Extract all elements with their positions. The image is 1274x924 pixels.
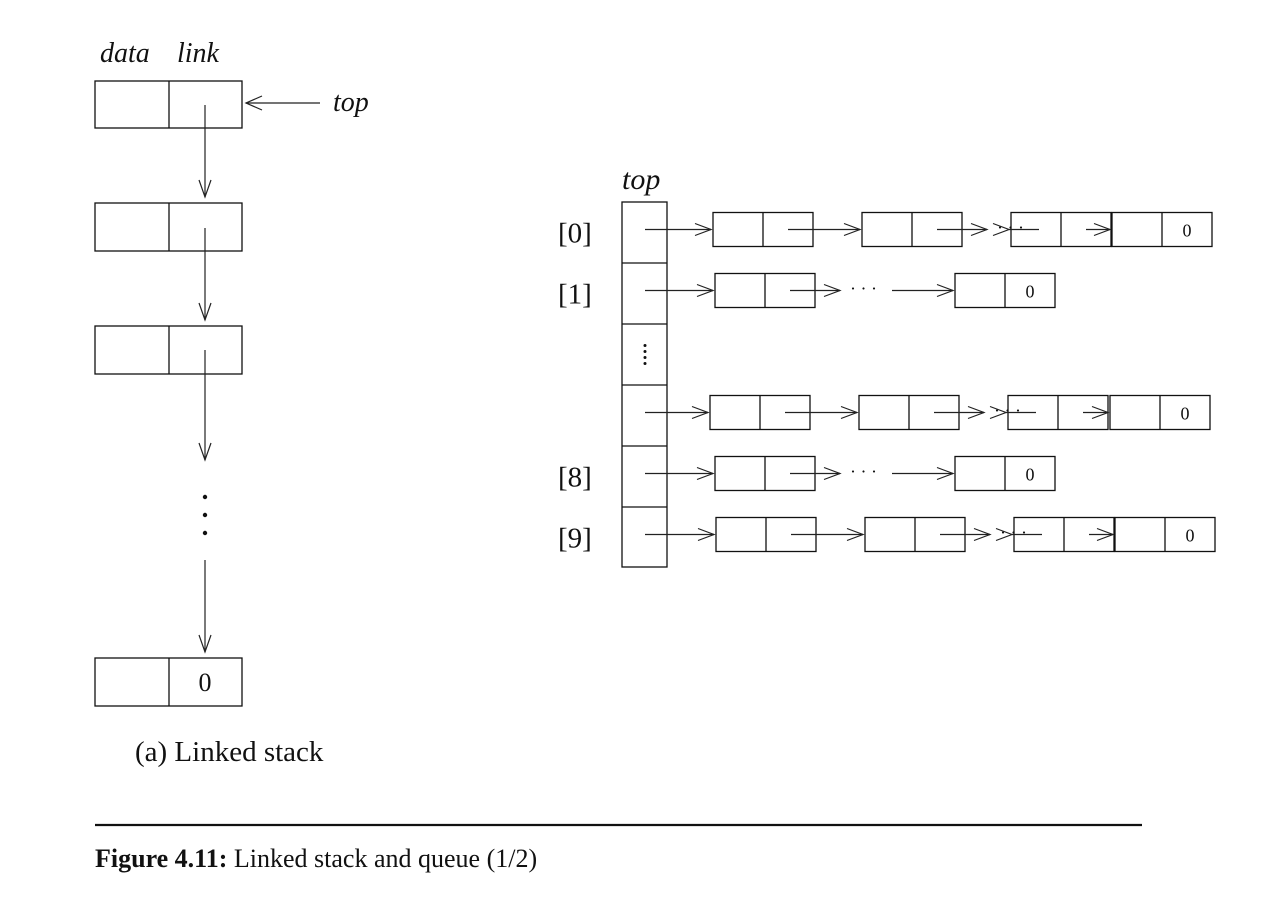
list-node-null-link: 0: [1026, 465, 1035, 485]
row-index-label: [9]: [558, 523, 592, 555]
list-node: 0: [954, 272, 1056, 309]
row-index-label: [0]: [558, 218, 592, 250]
multi-top-label: top: [622, 163, 660, 196]
figure-caption-text: Linked stack and queue (1/2): [234, 844, 537, 873]
stack-chain: 0 · · ·: [645, 455, 1056, 492]
stack-header-data: data: [100, 38, 150, 69]
stack-node: 0: [94, 657, 243, 707]
list-node-null-link: 0: [1181, 404, 1190, 424]
list-node-null-link: 0: [1026, 282, 1035, 302]
stack-chain: 0 · · ·: [645, 272, 1056, 309]
list-node: 0: [954, 455, 1056, 492]
stack-top-label: top: [333, 87, 369, 118]
chain-ellipsis: · · ·: [997, 218, 1024, 238]
list-node-null-link: 0: [1183, 221, 1192, 241]
chain-ellipsis: · · ·: [1000, 523, 1027, 543]
stack-chain: 0 · · ·: [645, 516, 1216, 553]
stack-node: [94, 325, 243, 375]
chain-ellipsis: · · ·: [850, 279, 877, 299]
list-node-null-link: 0: [1186, 526, 1195, 546]
stack-node: [94, 80, 243, 129]
row-index-labels: [0] [1] [8] [9]: [558, 218, 592, 555]
chain-ellipsis: · · ·: [994, 401, 1021, 421]
top-pointer-arrow: [244, 95, 320, 111]
chain-ellipsis: · · ·: [850, 462, 877, 482]
row-chains: 0 · · · 0 · · · 0 · · · 0 · · · 0 · · ·: [643, 211, 1216, 553]
list-node: 0: [1114, 516, 1216, 553]
link-arrow: [198, 350, 212, 462]
figure-caption: Figure 4.11: Linked stack and queue (1/2…: [95, 844, 537, 873]
stack-chain: 0 · · ·: [645, 211, 1213, 248]
stack-ellipsis: [202, 494, 208, 536]
multiple-stacks-diagram: top [0] [1] [8] [9] 0 · · · 0 · · · 0 · · · 0 · · …: [558, 163, 1216, 568]
link-arrow: [198, 560, 212, 654]
array-gap-ellipsis: [643, 344, 647, 365]
link-arrow: [198, 228, 212, 322]
stack-caption: (a) Linked stack: [135, 736, 324, 768]
linked-stack-diagram: data link top: [94, 38, 369, 768]
top-array: [621, 201, 668, 568]
row-index-label: [8]: [558, 462, 592, 494]
stack-chain: 0 · · ·: [645, 394, 1211, 431]
stack-header-link: link: [177, 38, 220, 69]
link-arrow: [198, 105, 212, 199]
figure-label: Figure 4.11:: [95, 844, 227, 873]
row-index-label: [1]: [558, 279, 592, 311]
list-node: 0: [1111, 211, 1213, 248]
stack-node: [94, 202, 243, 252]
stack-node-link-value: 0: [199, 668, 212, 697]
list-node: 0: [1109, 394, 1211, 431]
